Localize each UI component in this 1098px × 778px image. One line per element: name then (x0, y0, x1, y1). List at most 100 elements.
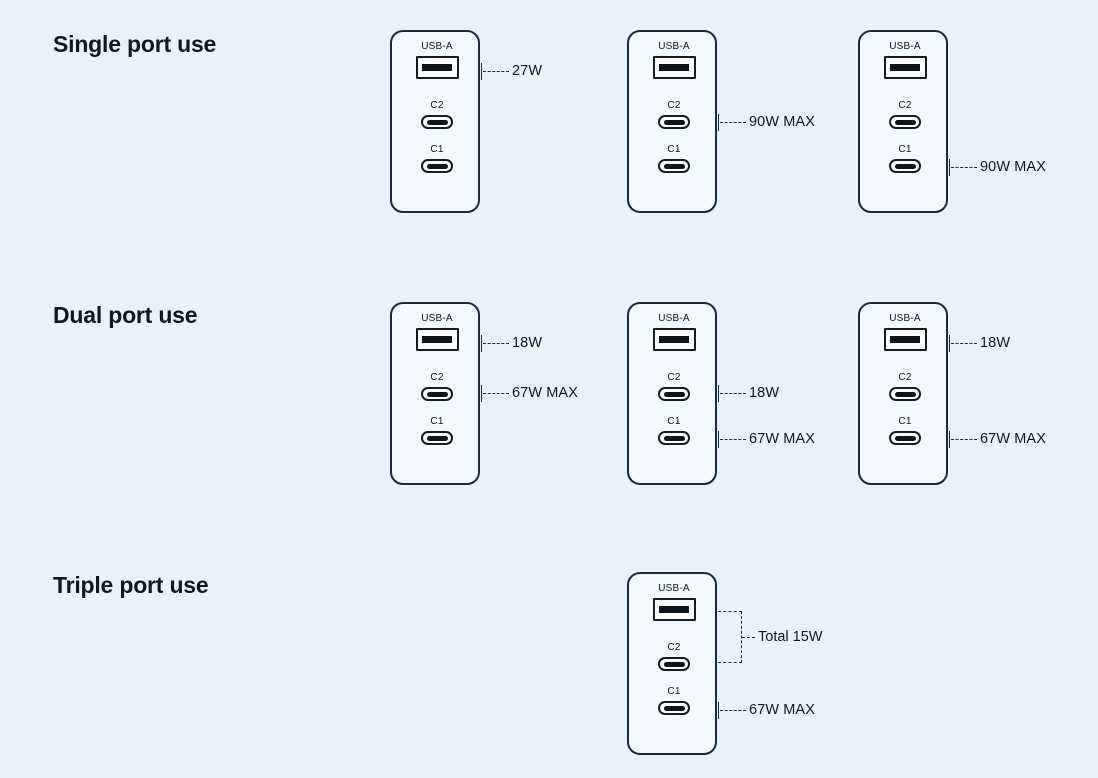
port-label-c2: C2 (667, 642, 681, 653)
usb-a-port-icon (652, 328, 696, 351)
port-label-c1: C1 (898, 144, 912, 155)
port-group-usba: USB-A (629, 583, 719, 621)
usb-c-port-icon-c1 (658, 701, 690, 715)
port-label-c1: C1 (667, 686, 681, 697)
callout-tick (718, 430, 719, 448)
usb-c-port-icon-c2 (421, 387, 453, 401)
charger-device-single-2: USB-A C2 C1 (627, 30, 717, 213)
callout-dashed-line (951, 342, 977, 344)
usb-c-port-icon-c2 (658, 387, 690, 401)
callout-single-2-c2: 90W MAX (718, 113, 815, 131)
callout-dashed-line (720, 438, 746, 440)
usb-c-port-icon-c2 (889, 115, 921, 129)
charger-device-dual-2: USB-A C2 C1 (627, 302, 717, 485)
port-label-usba: USB-A (889, 41, 921, 52)
port-label-usba: USB-A (658, 583, 690, 594)
callout-tick (481, 334, 482, 352)
port-group-c2: C2 (392, 372, 482, 401)
callout-bracket-triple-1: Total 15W (718, 611, 822, 663)
callout-dashed-line (720, 709, 746, 711)
port-label-usba: USB-A (658, 313, 690, 324)
port-label-c2: C2 (430, 372, 444, 383)
callout-label: 18W (749, 385, 780, 401)
usb-c-port-icon-c1 (421, 431, 453, 445)
port-group-usba: USB-A (629, 313, 719, 351)
callout-label: 27W (512, 63, 543, 79)
callout-dual-3-usba: 18W (949, 334, 1010, 352)
callout-dashed-line (483, 342, 509, 344)
port-label-c1: C1 (430, 416, 444, 427)
port-label-c2: C2 (430, 100, 444, 111)
callout-dual-1-c2: 67W MAX (481, 384, 578, 402)
callout-dashed-line (483, 392, 509, 394)
callout-single-3-c1: 90W MAX (949, 158, 1046, 176)
callout-dual-2-c1: 67W MAX (718, 430, 815, 448)
port-group-c2: C2 (860, 372, 950, 401)
section-title-triple: Triple port use (53, 572, 209, 598)
section-title-dual: Dual port use (53, 302, 198, 328)
port-label-c1: C1 (430, 144, 444, 155)
port-label-usba: USB-A (889, 313, 921, 324)
callout-dual-2-c2: 18W (718, 384, 779, 402)
port-label-c2: C2 (667, 372, 681, 383)
port-group-c2: C2 (629, 100, 719, 129)
usb-c-port-icon-c2 (889, 387, 921, 401)
callout-tick (949, 430, 950, 448)
port-group-c1: C1 (392, 416, 482, 445)
usb-a-port-icon (652, 56, 696, 79)
callout-tick (718, 384, 719, 402)
callout-label: 90W MAX (749, 114, 815, 130)
usb-c-port-icon-c1 (658, 431, 690, 445)
port-group-usba: USB-A (860, 313, 950, 351)
usb-c-port-icon-c1 (658, 159, 690, 173)
usb-a-port-icon (652, 598, 696, 621)
port-group-c1: C1 (860, 416, 950, 445)
callout-tick (718, 113, 719, 131)
port-label-c1: C1 (667, 144, 681, 155)
usb-c-port-icon-c2 (658, 657, 690, 671)
port-group-c1: C1 (860, 144, 950, 173)
port-group-c2: C2 (629, 642, 719, 671)
usb-a-port-icon (883, 56, 927, 79)
callout-label: 90W MAX (980, 159, 1046, 175)
port-label-usba: USB-A (421, 41, 453, 52)
callout-dual-1-usba: 18W (481, 334, 542, 352)
port-group-c1: C1 (392, 144, 482, 173)
charger-device-dual-1: USB-A C2 C1 (390, 302, 480, 485)
callout-dashed-line (720, 392, 746, 394)
usb-c-port-icon-c1 (889, 159, 921, 173)
callout-label: 67W MAX (980, 431, 1046, 447)
port-label-c2: C2 (667, 100, 681, 111)
port-group-usba: USB-A (860, 41, 950, 79)
callout-label: 67W MAX (749, 702, 815, 718)
usb-c-port-icon-c2 (421, 115, 453, 129)
port-group-c1: C1 (629, 416, 719, 445)
callout-label: 67W MAX (512, 385, 578, 401)
port-label-c2: C2 (898, 100, 912, 111)
charger-device-dual-3: USB-A C2 C1 (858, 302, 948, 485)
callout-tick (481, 384, 482, 402)
callout-dashed-line (483, 70, 509, 72)
port-group-c1: C1 (629, 144, 719, 173)
callout-single-1-usba: 27W (481, 62, 542, 80)
port-label-c1: C1 (898, 416, 912, 427)
usb-a-port-icon (415, 328, 459, 351)
port-group-usba: USB-A (392, 313, 482, 351)
callout-dashed-line (951, 166, 977, 168)
port-label-c2: C2 (898, 372, 912, 383)
charger-device-single-1: USB-A C2 C1 (390, 30, 480, 213)
port-group-c1: C1 (629, 686, 719, 715)
usb-c-port-icon-c1 (889, 431, 921, 445)
bracket-label: Total 15W (758, 629, 823, 645)
callout-triple-1-c1: 67W MAX (718, 701, 815, 719)
port-label-c1: C1 (667, 416, 681, 427)
callout-tick (718, 701, 719, 719)
callout-dashed-line (951, 438, 977, 440)
port-label-usba: USB-A (421, 313, 453, 324)
callout-dashed-line (720, 121, 746, 123)
charger-device-triple-1: USB-A C2 C1 (627, 572, 717, 755)
port-group-usba: USB-A (392, 41, 482, 79)
callout-label: 18W (980, 335, 1011, 351)
port-group-usba: USB-A (629, 41, 719, 79)
callout-label: 18W (512, 335, 543, 351)
